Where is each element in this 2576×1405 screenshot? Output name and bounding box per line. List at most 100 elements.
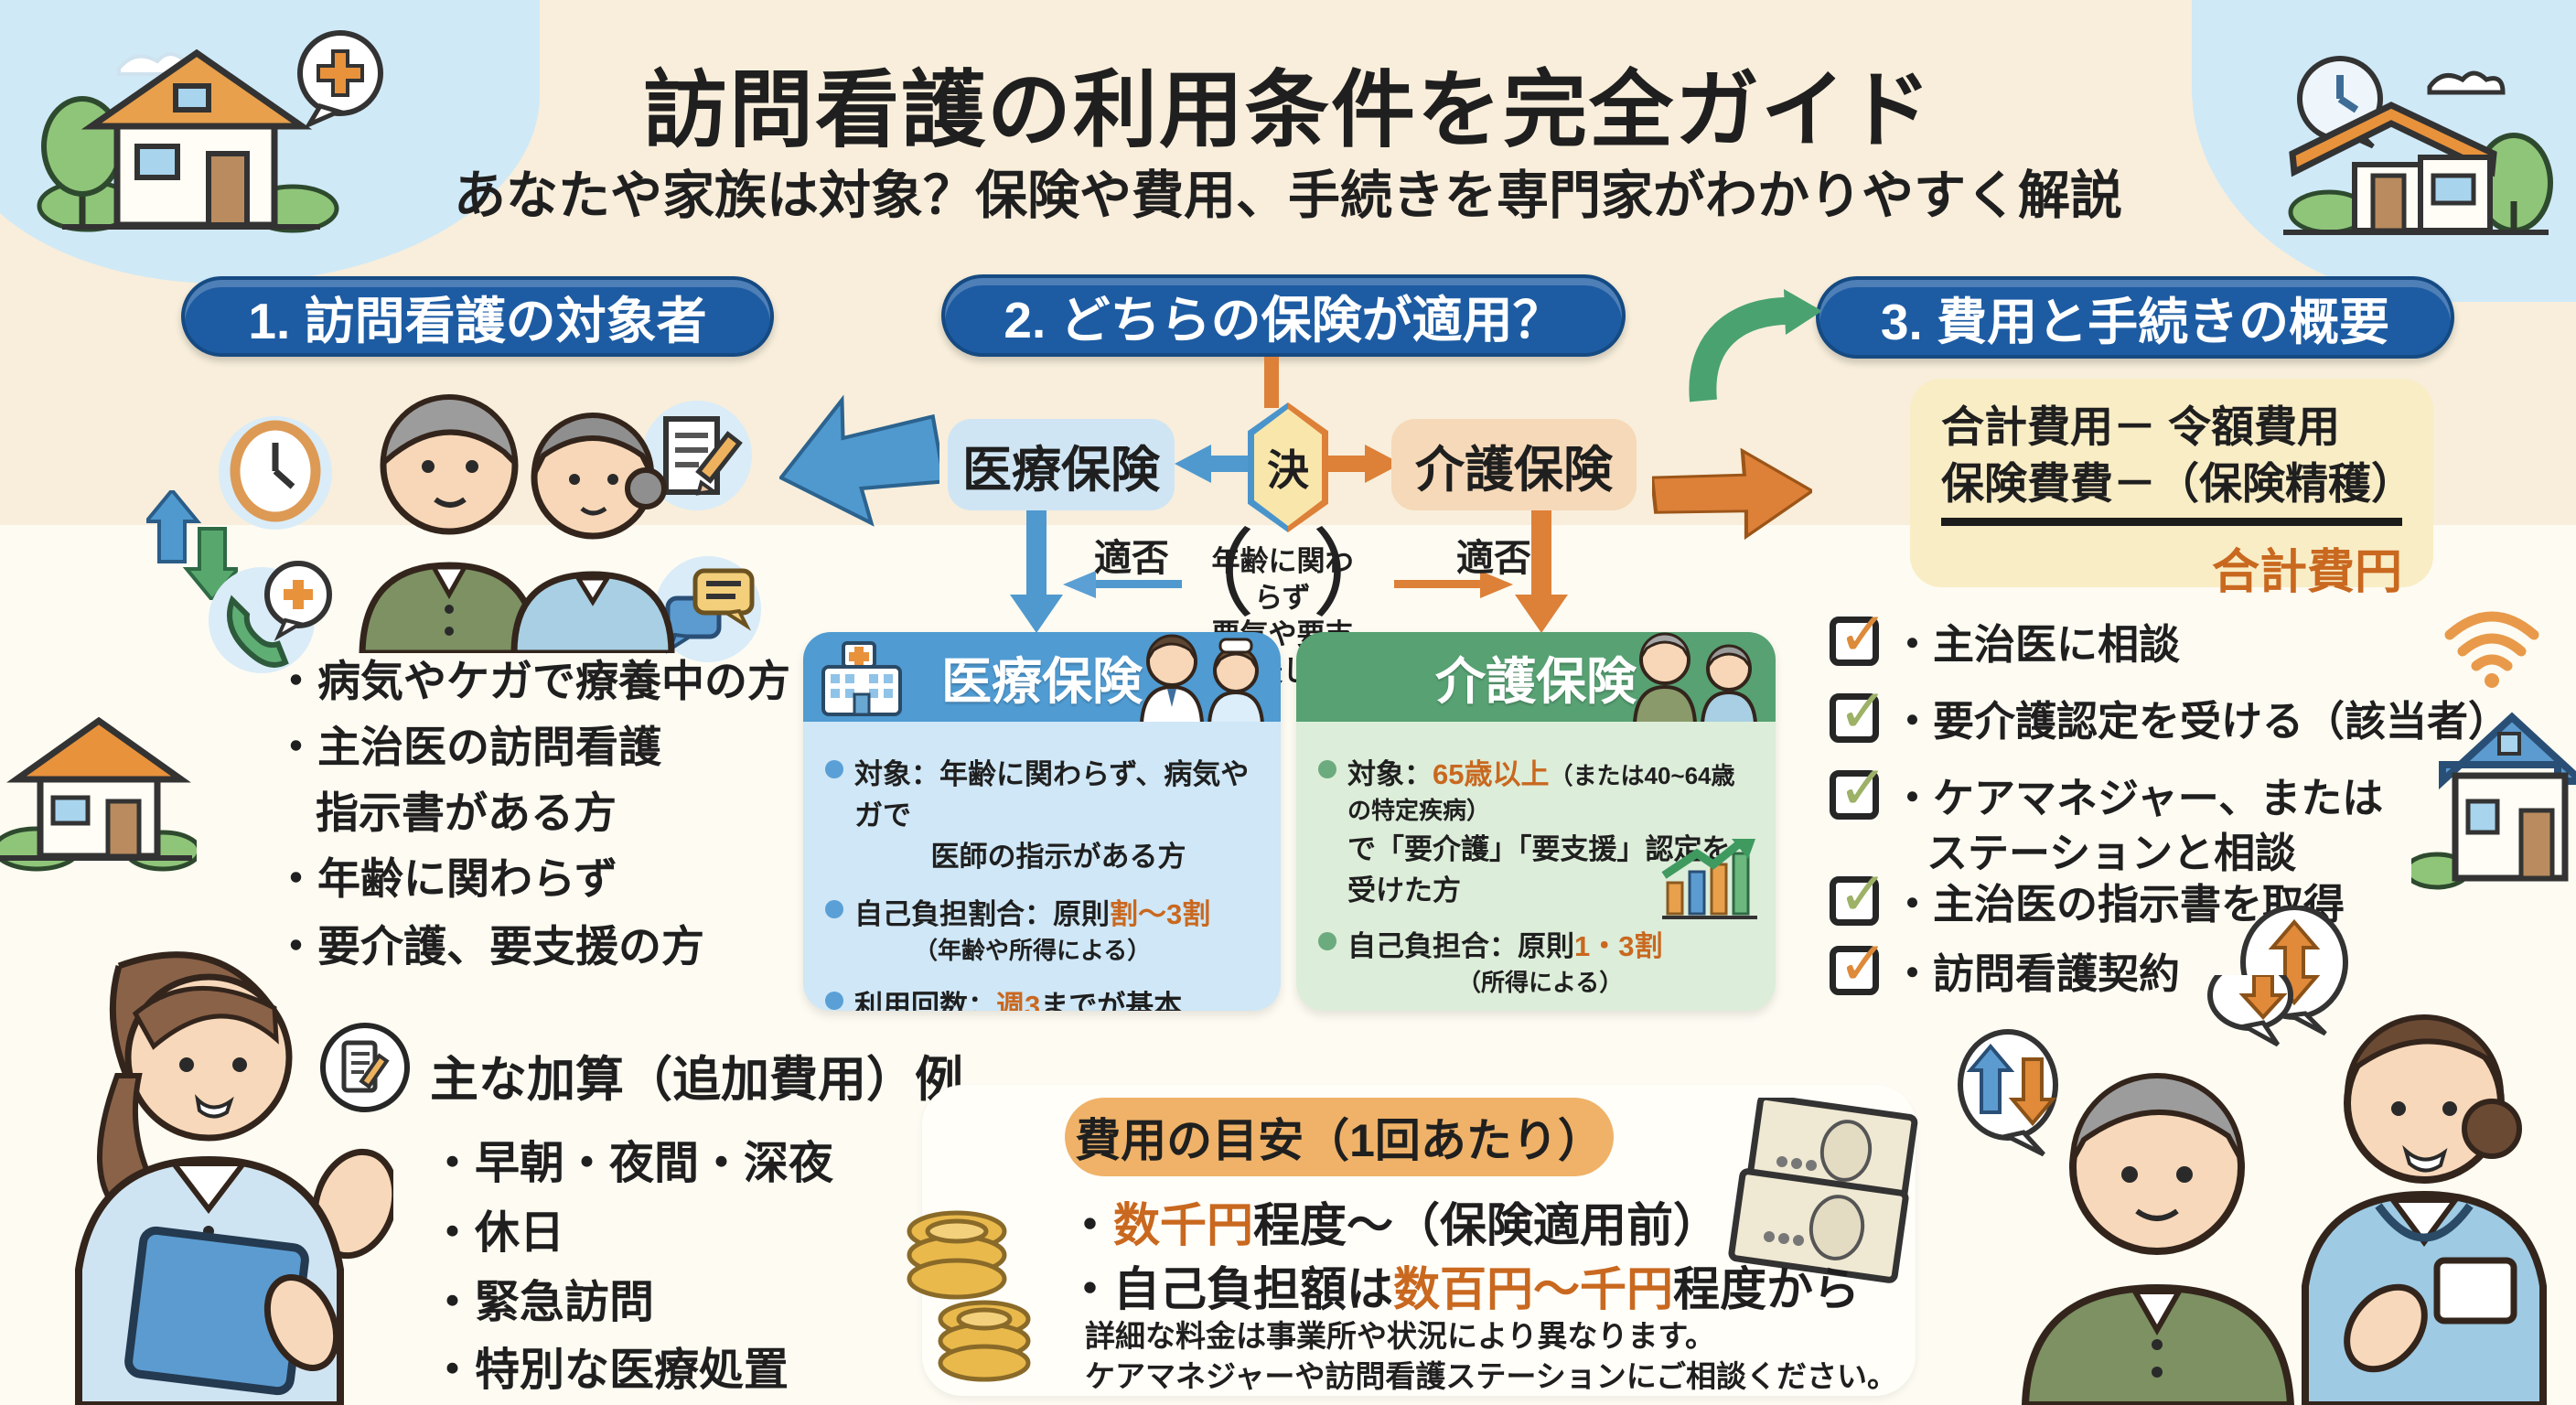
doctor-nurse-illustration (1139, 634, 1265, 724)
condition-note: （ 年齢に関わらず 要気や要支援し ） (1160, 528, 1407, 687)
care-copay-sub: （所得による） (1457, 969, 1624, 996)
nurse-illustration-bottom-left (75, 951, 393, 1405)
arrowhead-left (1175, 445, 1211, 483)
big-right-arrow (1652, 447, 1812, 541)
medical-target-line1: 対象：年齢に関わらず、病気やガで (854, 758, 1250, 831)
coins-icon (907, 1210, 1031, 1382)
checklist-item-4: ・主治医の指示書を取得 (1830, 859, 2345, 930)
connector-pill-to-decision (1264, 357, 1279, 408)
bullet-dot (825, 992, 843, 1010)
up-arrow-icon (1966, 1043, 2015, 1114)
down-arrow-icon (2008, 1057, 2057, 1127)
checklist-text-3b: ステーションと相談 (1927, 830, 2297, 876)
target-bullet-1: ・病気やケガで療養中の方 (274, 657, 790, 705)
condition-line1: 年齢に関わらず (1211, 545, 1354, 614)
addon-bullet-2: ・休日 (430, 1208, 565, 1258)
medical-target-line2: 医師の指示がある方 (930, 841, 1186, 873)
care-target-paren: （または40~64歳の特定疾病） (1347, 762, 1735, 824)
document-pencil-icon (341, 1040, 390, 1093)
house-door (2518, 808, 2555, 881)
banknotes-icon (1728, 1098, 1918, 1283)
elderly-pair-illustration (1632, 632, 1758, 724)
paren-close: ） (1311, 522, 1407, 628)
note-circle-icon (320, 1023, 410, 1112)
connector-medical-down (1026, 510, 1046, 598)
page-subtitle: あなたや家族は対象？保険や費用、手続きを専門家がわかりやすく解説 (454, 166, 2122, 225)
house-illustration-mid-left (0, 716, 197, 872)
bullet-dot (825, 900, 843, 918)
house-illustration-top-right (2283, 56, 2553, 235)
medical-copay-highlight: 割〜3割 (1110, 898, 1211, 930)
page-title: 訪問看護の利用条件を完全ガイド (642, 64, 1933, 157)
medical-visits-pre: 利用回数： (854, 990, 996, 1011)
bullet-dot (1318, 932, 1336, 950)
medical-visits-post: までが基本 (1040, 990, 1183, 1011)
target-bullet-4: ・要介護、要支援の方 (274, 922, 704, 971)
house-window (2465, 799, 2500, 835)
section2-header: 2. どちらの保険が適用？ (941, 274, 1626, 357)
cloud-icon (2427, 70, 2506, 95)
cost-b2-pre: ・自己負担額は (1067, 1263, 1394, 1315)
result-label-right: 適否 (1456, 537, 1531, 579)
checkbox-icon (1830, 928, 1888, 999)
elderly-man-hair (2070, 1073, 2244, 1162)
house-window (2431, 173, 2476, 206)
up-down-arrows-icon (146, 490, 238, 600)
care-card-header: 介護保険 (1296, 632, 1776, 724)
clock-icon (219, 416, 332, 530)
thin-arrow-left-shaft (1094, 580, 1182, 588)
bullet-dot (1318, 760, 1336, 778)
cost-b1-highlight: 数千円 (1113, 1199, 1254, 1251)
checklist-text-1: ・主治医に相談 (1892, 621, 2181, 668)
checklist-text-3: ・ケアマネジャー、または (1892, 775, 2384, 821)
target-bullet-3: ・年齢に関わらず (274, 854, 618, 903)
nurse-hair (2345, 1014, 2504, 1095)
medical-copay-pre: 自己負担割合：原則 (854, 898, 1110, 930)
house-illustration-top-left (37, 30, 383, 233)
pencil-icon (695, 431, 743, 484)
medical-copay-sub: （年齢や所得による） (914, 937, 1152, 964)
addon-bullet-3: ・緊急訪問 (430, 1278, 655, 1327)
hospital-icon (821, 641, 902, 716)
bar-chart-icon (1661, 839, 1757, 919)
addon-bullet-1: ・早朝・夜間・深夜 (430, 1139, 834, 1188)
house-door (105, 799, 142, 859)
checkbox-icon (1830, 599, 1888, 670)
house-illustration-right-blue (2411, 712, 2576, 890)
section3-header: 3. 費用と手続きの概要 (1816, 276, 2454, 359)
cost-note-2: ケアマネジャーや訪問看護ステーションにご相談ください。 (1085, 1359, 1898, 1393)
nurse-cap-icon (1218, 638, 1253, 654)
target-bullet-2b: 指示書がある方 (316, 788, 617, 837)
cost-b1-pre: ・ (1067, 1199, 1114, 1251)
cost-b2-highlight: 数百円〜千円 (1393, 1263, 1674, 1315)
paren-open: （ (1160, 522, 1256, 628)
checkbox-icon (1830, 859, 1888, 929)
cost-b2-post: 程度から (1673, 1263, 1861, 1315)
checkbox-icon (1830, 676, 1888, 746)
formula-line2: 保険費費－（保険精穫） (1941, 459, 2414, 508)
medical-insurance-option: 医療保険 (948, 419, 1175, 510)
connector-decision-to-care (1323, 456, 1367, 472)
decision-label: 決 (1254, 409, 1322, 526)
cost-b1-post: 程度〜（保険適用前） (1253, 1199, 1721, 1251)
addons-title: 主な加算（追加費用）例 (430, 1053, 963, 1107)
cost-bullet-2: ・自己負担額は数百円〜千円程度から (1067, 1251, 1860, 1319)
arrowhead-down-orange (1515, 595, 1568, 633)
house-window (134, 144, 180, 180)
care-card-body: 対象：65歳以上（または40~64歳の特定疾病） で「要介護」「要支援」認定を受… (1296, 722, 1776, 1011)
house-roof (6, 716, 191, 783)
formula-divider (1941, 518, 2402, 526)
care-insurance-card: 介護保険 対象：65歳以上（または40~64歳の特定疾病） で「要介護」「要支援… (1296, 632, 1776, 1011)
section1-header: 1. 訪問看護の対象者 (181, 276, 774, 357)
checklist-item-3: ・ケアマネジャー、または (1830, 753, 2384, 824)
cost-bullet-1: ・数千円程度〜（保険適用前） (1067, 1187, 1720, 1255)
lanyard (2375, 1203, 2474, 1242)
pencil-icon (359, 1053, 390, 1089)
care-target-pre: 対象： (1347, 758, 1433, 790)
down-arrow-icon (2238, 975, 2288, 1020)
addon-bullet-4: ・特別な医療処置 (430, 1346, 789, 1395)
patient-and-nurse-illustration (1958, 975, 2547, 1405)
formula-result: 合計費円 (2211, 546, 2402, 599)
medical-card-title: 医療保険 (940, 653, 1143, 710)
